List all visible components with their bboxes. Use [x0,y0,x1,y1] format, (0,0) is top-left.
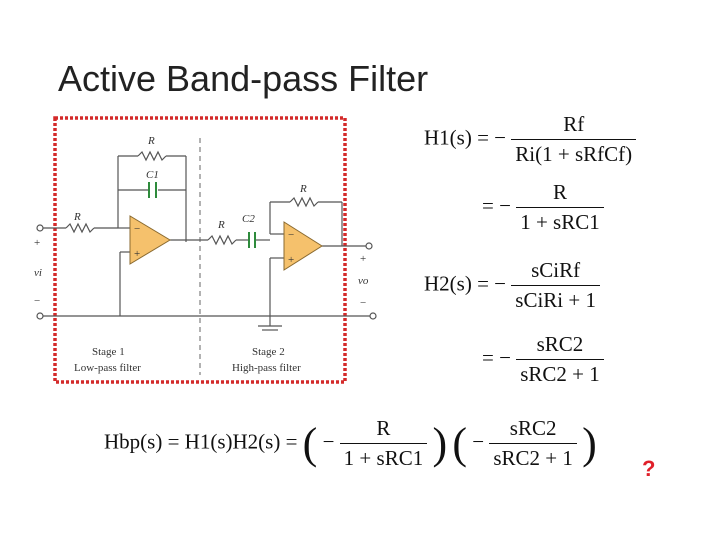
label-vo: vo [358,275,369,287]
label-c2: C2 [242,213,255,225]
h2b-denominator: sRC2 + 1 [516,359,604,387]
resistor-r-feedback1 [137,150,167,162]
label-minus-right: − [360,297,366,309]
label-vi: vi [34,267,42,279]
label-r-in2: R [217,219,225,231]
resistor-r-in1 [65,222,95,234]
hbp-paren-close-1: ) [432,419,448,468]
h1-denominator: Ri(1 + sRfCf) [511,139,637,167]
opamp2-plus: + [288,254,294,266]
label-c1: C1 [146,169,159,181]
opamp2-minus: − [288,229,294,241]
hbp-right-sign: − [472,429,485,454]
h1-fraction: Rf Ri(1 + sRfCf) [511,112,637,167]
h2b-eq: = − [482,345,511,370]
resistor-r-in2 [207,234,237,246]
h2-lhs: H2(s) = − [424,271,507,296]
h1b-fraction: R 1 + sRC1 [516,180,604,235]
hbp-paren-close-2: ) [582,419,597,468]
h1b-denominator: 1 + sRC1 [516,207,604,235]
circuit-frame [53,116,347,384]
opamp-stage1 [129,215,171,265]
equation-h2-simplified: = − sRC2 sRC2 + 1 [482,332,604,387]
hbp-right-denominator: sRC2 + 1 [489,443,577,471]
capacitors [148,182,256,248]
hbp-left-fraction: R 1 + sRC1 [339,416,428,471]
hbp-right-numerator: sRC2 [509,416,557,440]
label-minus-left: − [34,295,40,307]
h2-denominator: sCiRi + 1 [511,285,600,313]
h1b-numerator: R [552,180,567,204]
h2b-numerator: sRC2 [536,332,584,356]
label-plus-left: + [34,237,40,249]
hbp-left-denominator: 1 + sRC1 [339,443,428,471]
wiring [36,150,377,331]
label-stage2-desc: High-pass filter [232,362,301,374]
hbp-paren-open-2: ( [452,419,468,468]
slide-title: Active Band-pass Filter [58,58,429,99]
h1b-eq: = − [482,193,511,218]
h2b-fraction: sRC2 sRC2 + 1 [516,332,604,387]
label-stage1: Stage 1 [92,346,125,358]
question-mark: ? [642,456,656,481]
equation-h1-simplified: = − R 1 + sRC1 [482,180,604,235]
opamp1-plus: + [134,248,140,260]
h1-numerator: Rf [563,112,585,136]
label-stage2: Stage 2 [252,346,285,358]
h2-numerator: sCiRf [531,258,581,282]
label-plus-right: + [360,253,366,265]
h2-fraction: sCiRf sCiRi + 1 [511,258,600,313]
h1-lhs: H1(s) = − [424,125,507,150]
opamp-stage2 [283,221,323,271]
label-r-feedback2: R [299,183,307,195]
resistor-r-feedback2 [289,196,319,208]
hbp-paren-open-1: ( [302,419,318,468]
equation-h1: H1(s) = − Rf Ri(1 + sRfCf) [424,112,637,167]
opamp1-minus: − [134,223,140,235]
hbp-right-fraction: sRC2 sRC2 + 1 [489,416,577,471]
equation-hbp: Hbp(s) = H1(s)H2(s) = ( − R 1 + sRC1 ) (… [104,416,597,471]
label-stage1-desc: Low-pass filter [74,362,141,374]
label-r-in1: R [73,211,81,223]
hbp-lhs: Hbp(s) = H1(s)H2(s) = [104,429,298,454]
hbp-left-numerator: R [376,416,391,440]
equation-h2: H2(s) = − sCiRf sCiRi + 1 [424,258,600,313]
hbp-left-sign: − [322,429,335,454]
label-r-feedback1: R [147,135,155,147]
